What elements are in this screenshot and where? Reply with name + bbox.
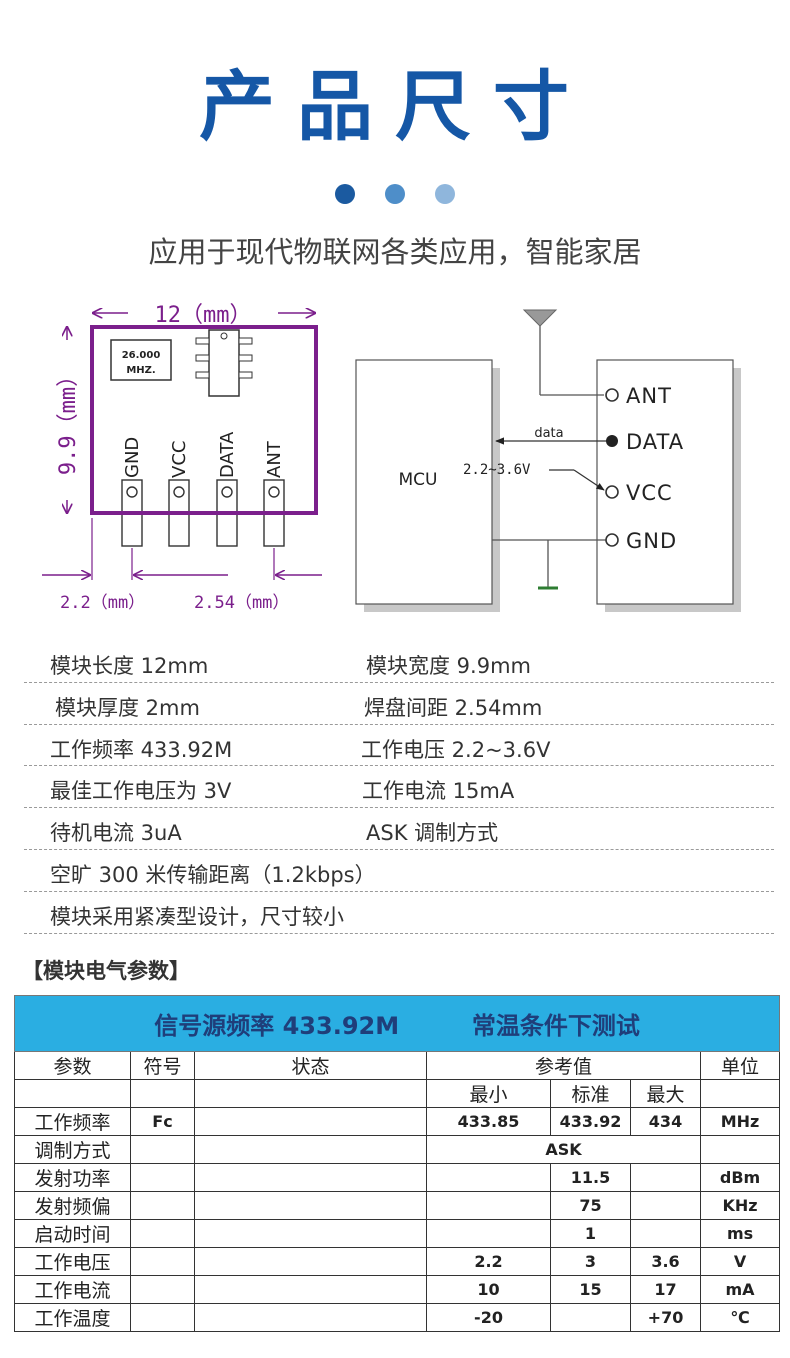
mcu-block: [355, 359, 493, 605]
electrical-params-table: 信号源频率 433.92M 常温条件下测试 参数 符号 状态 参考值 单位 最小…: [13, 995, 781, 1332]
table-row: 工作电流 10 15 17 mA: [14, 1275, 781, 1304]
pin-label-gnd: GND: [122, 437, 143, 478]
page-subtitle: 应用于现代物联网各类应用，智能家居: [148, 235, 642, 269]
table-row: 工作频率 Fc 433.85 433.92 434 MHz: [14, 1107, 781, 1136]
wiring-diagram: MCU data 2.2~3.6V ANT DATA VCC GND: [355, 309, 741, 612]
spec-item: 焊盘间距 2.54mm: [364, 695, 543, 720]
pin-label-data: DATA: [217, 431, 238, 478]
col-state: 状态: [194, 1051, 427, 1080]
dot-2: [385, 184, 405, 204]
table-row: 工作电压 2.2 3 3.6 V: [14, 1247, 781, 1276]
col-symbol: 符号: [130, 1051, 195, 1080]
table-row: 发射功率 11.5 dBm: [14, 1163, 781, 1192]
wiring-pin-vcc: VCC: [626, 481, 673, 505]
crystal: [110, 339, 172, 381]
spec-row: 最佳工作电压为 3V 工作电流 15mA: [24, 766, 774, 809]
spec-row: 待机电流 3uA ASK 调制方式: [24, 808, 774, 850]
page-title: 产品尺寸: [199, 62, 591, 151]
decorative-dots: [0, 184, 790, 204]
dot-3: [435, 184, 455, 204]
col-min: 最小: [426, 1079, 551, 1108]
col-max: 最大: [630, 1079, 701, 1108]
module-block: [596, 359, 734, 605]
dot-1: [335, 184, 355, 204]
mcu-label: MCU: [399, 470, 438, 490]
header-left: 信号源频率 433.92M: [154, 1012, 400, 1040]
spec-item: 模块长度 12mm: [50, 654, 209, 678]
table-row: 调制方式 ASK: [14, 1135, 781, 1164]
pitch-right-label: 2.54（mm）: [194, 593, 289, 613]
spec-row: 模块长度 12mm 模块宽度 9.9mm: [24, 641, 774, 683]
pitch-left-label: 2.2（mm）: [60, 593, 145, 613]
table-row: 工作温度 -20 +70 ℃: [14, 1303, 781, 1332]
table-row: 发射频偏 75 KHz: [14, 1191, 781, 1220]
col-typ: 标准: [550, 1079, 631, 1108]
pin-label-vcc: VCC: [169, 441, 190, 478]
spec-row: 模块厚度 2mm 焊盘间距 2.54mm: [24, 683, 774, 725]
wiring-pin-data: DATA: [626, 430, 684, 454]
width-label: 12（mm）: [155, 303, 252, 328]
antenna-icon: [522, 309, 604, 396]
spec-row: 工作频率 433.92M 工作电压 2.2~3.6V: [24, 725, 774, 767]
spec-item: 模块厚度 2mm: [55, 695, 200, 720]
crystal-freq: 26.000: [122, 350, 161, 361]
module-pins: [92, 479, 316, 547]
crystal-unit: MHZ.: [126, 365, 155, 376]
col-ref: 参考值: [426, 1051, 701, 1080]
data-line-label: data: [534, 426, 563, 441]
spec-item: 空旷 300 米传输距离（1.2kbps）: [50, 862, 376, 887]
pin-label-ant: ANT: [264, 440, 285, 478]
spec-item: 模块宽度 9.9mm: [366, 654, 531, 678]
voltage-label: 2.2~3.6V: [463, 462, 531, 478]
ic-chip: [195, 329, 253, 397]
spec-item: 模块采用紧凑型设计，尺寸较小: [50, 904, 344, 929]
table-row: 启动时间 1 ms: [14, 1219, 781, 1248]
height-label: 9.9（mm）: [56, 365, 81, 475]
spec-row: 模块采用紧凑型设计，尺寸较小: [24, 892, 774, 934]
spec-item: 工作电压 2.2~3.6V: [361, 737, 551, 762]
col-param: 参数: [14, 1051, 131, 1080]
spec-item: 工作频率 433.92M: [50, 737, 233, 762]
spec-item: 工作电流 15mA: [362, 779, 515, 804]
module-dimension-drawing: 12（mm） 9.9（mm） 26.000 MHZ. GND VCC DATA …: [42, 300, 322, 613]
spec-list: 模块长度 12mm 模块宽度 9.9mm 模块厚度 2mm 焊盘间距 2.54m…: [24, 641, 774, 934]
col-unit: 单位: [699, 1051, 781, 1080]
table-header-banner: 信号源频率 433.92M 常温条件下测试: [13, 995, 781, 1052]
spec-item: 待机电流 3uA: [50, 821, 182, 846]
spec-item: ASK 调制方式: [366, 821, 499, 846]
spec-row: 空旷 300 米传输距离（1.2kbps）: [24, 850, 774, 892]
electrical-section-title: 【模块电气参数】: [22, 959, 190, 983]
wiring-pin-gnd: GND: [626, 529, 677, 553]
wiring-pin-ant: ANT: [626, 384, 672, 408]
spec-item: 最佳工作电压为 3V: [50, 779, 232, 804]
header-right: 常温条件下测试: [471, 1012, 640, 1040]
dimension-and-wiring-diagram: 12（mm） 9.9（mm） 26.000 MHZ. GND VCC DATA …: [42, 300, 741, 613]
